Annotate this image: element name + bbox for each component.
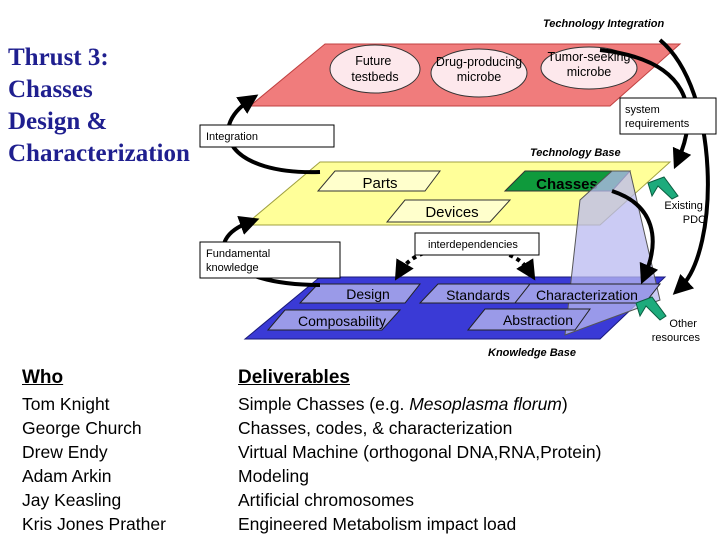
interdependencies-callout-text: interdependencies: [428, 239, 518, 251]
existing-pdc-line1: Existing: [664, 200, 703, 212]
who-column: Who Tom Knight George Church Drew Endy A…: [22, 366, 166, 536]
fundamental-knowledge-callout-box: [199, 241, 341, 279]
slide-title: Thrust 3: Chasses Design & Characterizat…: [8, 42, 248, 170]
technology-integration-label: Technology Integration: [543, 18, 664, 30]
svg-text:Existing PDC: Existing PDC: [664, 200, 706, 226]
tumor-seeking-microbe-label-line1: Tumor-seeking: [548, 50, 631, 64]
abstraction-node: [466, 308, 591, 331]
deliverable-item: Engineered Metabolism impact load: [238, 514, 517, 534]
devices-label: Devices: [425, 204, 478, 221]
future-testbeds-line1: Future: [355, 54, 391, 68]
svg-text:Other resources: Other resources: [652, 318, 701, 344]
abstraction-label: Abstraction: [503, 312, 573, 328]
existing-pdc-arrow: [647, 176, 679, 200]
characterization-label: Characterization: [536, 287, 638, 303]
who-name: Adam Arkin: [22, 466, 112, 486]
integration-callout-box: [199, 124, 335, 148]
deliverable-item: Artificial chromosomes: [238, 490, 415, 510]
tumor-seeking-microbe-label-line2: microbe: [567, 65, 612, 79]
drug-producing-microbe-label-line1: Drug-producing: [436, 55, 522, 69]
who-header: Who: [22, 367, 64, 388]
who-name: Drew Endy: [22, 442, 108, 462]
tumor-seeking-microbe-node: [540, 46, 638, 90]
deliverable-item: Simple Chasses (e.g. Mesoplasma florum): [238, 392, 601, 416]
future-testbeds-line2: testbeds: [351, 70, 398, 84]
system-requirements-callout-box: [619, 97, 717, 135]
layered-architecture-diagram: Technology Integration Future testbeds D…: [199, 18, 717, 359]
deliverable-suffix: ): [561, 394, 568, 414]
deliverables-column: Deliverables Simple Chasses (e.g. Mesopl…: [238, 366, 601, 536]
who-name: Tom Knight: [22, 394, 110, 414]
parts-label: Parts: [362, 175, 397, 192]
deliverable-italic: Mesoplasma florum: [409, 394, 562, 414]
system-requirements-line2: requirements: [625, 118, 690, 130]
other-resources-arrow: [635, 296, 667, 321]
devices-node: [385, 199, 512, 223]
deliverable-text: Simple Chasses (e.g.: [238, 394, 410, 414]
chasses-label: Chasses: [536, 176, 598, 193]
standards-label: Standards: [446, 287, 510, 303]
chasses-to-knowledge-arrow: [611, 189, 659, 285]
fundamental-knowledge-line1: Fundamental: [206, 248, 270, 260]
who-name: Kris Jones Prather: [22, 514, 166, 534]
title-line: Thrust 3:: [8, 44, 109, 71]
who-name: Jay Keasling: [22, 490, 122, 510]
design-label: Design: [346, 286, 390, 302]
integration-callout-text: Integration: [206, 131, 258, 143]
knowledge-base-label: Knowledge Base: [488, 347, 576, 359]
drug-producing-microbe-node: [430, 48, 528, 98]
deliverables-header: Deliverables: [238, 367, 350, 388]
interdependencies-callout-box: [414, 232, 540, 256]
technology-base-label: Technology Base: [530, 147, 621, 159]
deliverable-item: Virtual Machine (orthogonal DNA,RNA,Prot…: [238, 442, 602, 462]
title-line: Chasses: [8, 76, 93, 103]
composability-node: [266, 309, 402, 331]
composability-label: Composability: [298, 313, 386, 329]
other-resources-line1: Other: [669, 318, 697, 330]
parts-node: [316, 170, 441, 192]
deliverable-item: Chasses, codes, & characterization: [238, 418, 513, 438]
system-requirements-line1: system: [625, 104, 660, 116]
fundamental-knowledge-line2: knowledge: [206, 262, 259, 274]
deliverable-item: Modeling: [238, 466, 310, 486]
existing-pdc-line2: PDC: [683, 214, 706, 226]
future-testbeds-node: [329, 44, 421, 94]
other-resources-line2: resources: [652, 332, 701, 344]
other-resources-arc-arrow: [658, 38, 710, 295]
system-requirements-arc-arrow: [599, 48, 692, 170]
svg-text:system requirements: system requirements: [625, 104, 690, 130]
svg-text:Fundamental knowledge: Fundamental knowledge: [206, 248, 273, 274]
design-node: [298, 283, 422, 304]
title-line: Design &: [8, 108, 108, 135]
who-name: George Church: [22, 418, 142, 438]
integration-arc-arrow: [226, 94, 321, 175]
drug-producing-microbe-label-line2: microbe: [457, 70, 502, 84]
svg-text:Future testbeds: Future testbeds: [351, 54, 398, 84]
title-line: Characterization: [8, 140, 190, 167]
